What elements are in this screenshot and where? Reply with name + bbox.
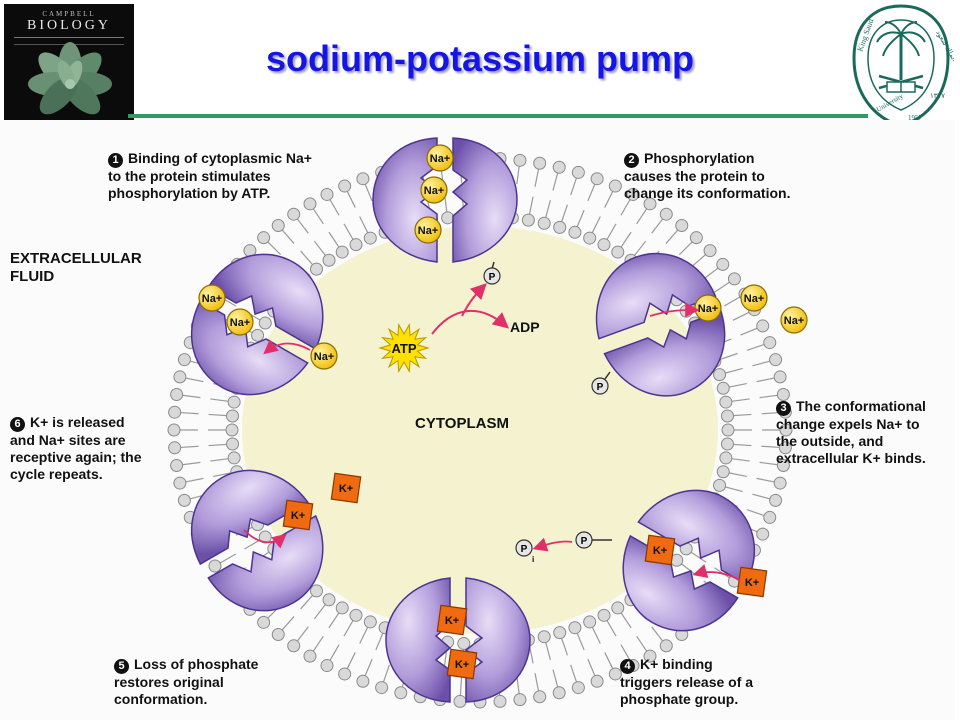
potassium-ion: K+ xyxy=(282,499,314,531)
book-series-text: CAMPBELL xyxy=(42,10,96,18)
potassium-release-arrow xyxy=(243,529,287,549)
svg-text:P: P xyxy=(581,536,588,547)
phosphate-group: P xyxy=(575,531,612,549)
sodium-ion: Na+ xyxy=(198,284,226,312)
svg-text:Na+: Na+ xyxy=(744,293,765,305)
sodium-expel-arrow xyxy=(649,302,700,318)
sodium-potassium-pump-diagram: Na+Na+Na+Na+Na+Na+Na+Na+Na+K+K+K+K+K+K+ … xyxy=(0,120,955,720)
svg-text:P: P xyxy=(489,272,496,283)
phosphate-release-arrow xyxy=(532,537,573,552)
svg-text:Na+: Na+ xyxy=(230,317,251,329)
sodium-ion: Na+ xyxy=(694,294,722,322)
potassium-ion: K+ xyxy=(446,648,478,680)
svg-text:1957: 1957 xyxy=(908,114,923,122)
phosphate-transfer-arrow xyxy=(461,283,487,317)
svg-text:K+: K+ xyxy=(291,510,305,522)
textbook-cover-image: CAMPBELL BIOLOGY xyxy=(4,4,134,120)
title-underline xyxy=(128,114,868,118)
slide-title: sodium-potassium pump xyxy=(265,38,694,79)
university-seal-logo: King Saud University 1957 جامعة الملك سع… xyxy=(852,4,954,128)
svg-text:Na+: Na+ xyxy=(418,225,439,237)
potassium-ion: K+ xyxy=(644,534,676,566)
svg-text:K+: K+ xyxy=(745,577,759,589)
atp-burst: ATP xyxy=(378,322,430,374)
svg-text:Na+: Na+ xyxy=(314,351,335,363)
svg-text:i: i xyxy=(532,555,534,564)
phosphate-group: P xyxy=(591,371,611,395)
svg-text:K+: K+ xyxy=(653,545,667,557)
succulent-plant-icon xyxy=(28,42,112,115)
svg-text:Na+: Na+ xyxy=(784,315,805,327)
svg-text:١٣٧٧: ١٣٧٧ xyxy=(930,92,945,100)
svg-text:Na+: Na+ xyxy=(202,293,223,305)
adp-label: ADP xyxy=(510,319,540,335)
potassium-binding-arrow xyxy=(692,564,741,581)
sodium-binding-arrow xyxy=(263,339,311,355)
pump-protein-step-2 xyxy=(595,252,726,397)
svg-text:P: P xyxy=(521,544,528,555)
inorganic-phosphate: Pi xyxy=(515,539,534,564)
sodium-ion: Na+ xyxy=(226,308,254,336)
svg-text:K+: K+ xyxy=(455,659,469,671)
sodium-ion: Na+ xyxy=(414,216,442,244)
sodium-ion: Na+ xyxy=(310,342,338,370)
potassium-ion: K+ xyxy=(330,472,362,504)
sodium-ion: Na+ xyxy=(740,284,768,312)
pump-protein-step-4 xyxy=(385,577,531,703)
atp-to-adp-arrow xyxy=(431,309,510,335)
sodium-ion: Na+ xyxy=(426,144,454,172)
pump-protein-step-5 xyxy=(191,469,324,612)
sodium-ion: Na+ xyxy=(780,306,808,334)
sodium-ion: Na+ xyxy=(420,176,448,204)
svg-text:Na+: Na+ xyxy=(430,153,451,165)
svg-text:K+: K+ xyxy=(445,615,459,627)
potassium-ion: K+ xyxy=(436,604,468,636)
svg-text:Na+: Na+ xyxy=(424,185,445,197)
book-title-text: BIOLOGY xyxy=(27,18,111,33)
svg-text:ATP: ATP xyxy=(391,341,416,356)
svg-text:Na+: Na+ xyxy=(698,303,719,315)
cytoplasm-label: CYTOPLASM xyxy=(415,415,509,432)
svg-text:K+: K+ xyxy=(339,483,353,495)
phosphate-group: P xyxy=(483,261,501,285)
potassium-ion: K+ xyxy=(736,566,768,598)
svg-text:P: P xyxy=(597,382,604,393)
pump-cycle-illustration: Na+Na+Na+Na+Na+Na+Na+Na+Na+K+K+K+K+K+K+ … xyxy=(167,137,808,709)
